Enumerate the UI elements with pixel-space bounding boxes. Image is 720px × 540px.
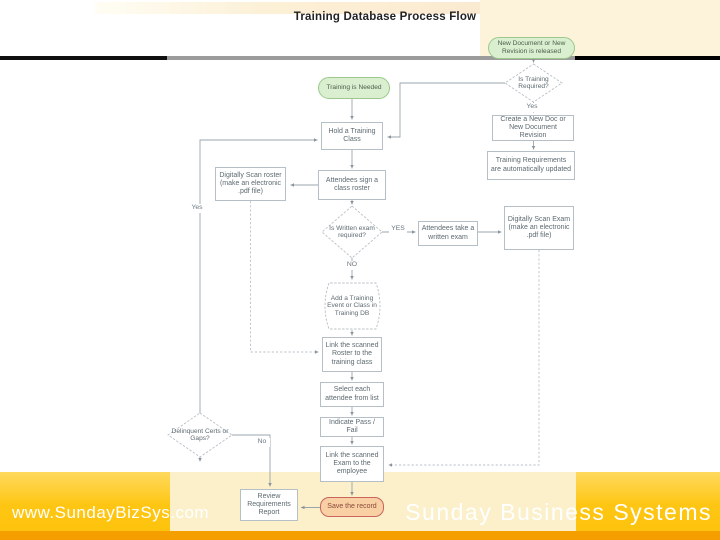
flow-node-is-training-required: Is Training Required?: [518, 75, 549, 90]
footer-company-name: Sunday Business Systems: [405, 499, 712, 525]
flow-node-review-report: Review Requirements Report: [240, 489, 298, 521]
flow-node-sign-roster: Attendees sign a class roster: [318, 170, 386, 200]
flow-node-save-record: Save the record: [320, 497, 384, 517]
flow-node-is-written-exam-required: Is Written exam required?: [329, 224, 375, 239]
flow-node-delinquent-certs: Delinquent Certs or Gaps?: [171, 427, 229, 442]
label-yes-exam: YES: [389, 225, 407, 234]
flow-node-link-exam: Link the scanned Exam to the employee: [320, 446, 384, 482]
flow-node-select-attendee: Select each attendee from list: [320, 382, 384, 407]
label-no-delinquent: No: [254, 438, 270, 447]
label-no-exam: NO: [344, 261, 360, 270]
flow-node-create-doc: Create a New Doc or New Document Revisio…: [492, 115, 574, 141]
flow-node-add-training-event: Add a Training Event or Class in Trainin…: [327, 294, 377, 317]
top-accent-strip: [95, 2, 480, 14]
footer-website-url: www.SundayBizSys.com: [12, 503, 210, 522]
flow-node-requirements-updated: Training Requirements are automatically …: [487, 151, 575, 180]
divider-middle: [167, 56, 575, 60]
divider-right: [575, 56, 720, 60]
flow-node-start-release: New Document or New Revision is released: [488, 37, 575, 59]
flow-node-scan-roster: Digitally Scan roster (make an electroni…: [215, 167, 286, 201]
flow-node-scan-exam: Digitally Scan Exam (make an electronic …: [504, 206, 574, 250]
bottom-accent-edge: [0, 531, 720, 540]
label-yes-training: Yes: [522, 103, 542, 112]
flow-node-hold-class: Hold a Training Class: [321, 122, 383, 150]
divider-left: [0, 56, 167, 60]
flow-node-start-training-needed: Training is Needed: [318, 77, 390, 99]
slide-title: Training Database Process Flow: [293, 11, 477, 23]
flow-node-take-exam: Attendees take a written exam: [418, 221, 478, 246]
flow-node-link-roster: Link the scanned Roster to the training …: [322, 337, 382, 372]
label-yes-delinquent: Yes: [187, 204, 207, 213]
flow-node-indicate-pass-fail: Indicate Pass / Fail: [320, 417, 384, 437]
